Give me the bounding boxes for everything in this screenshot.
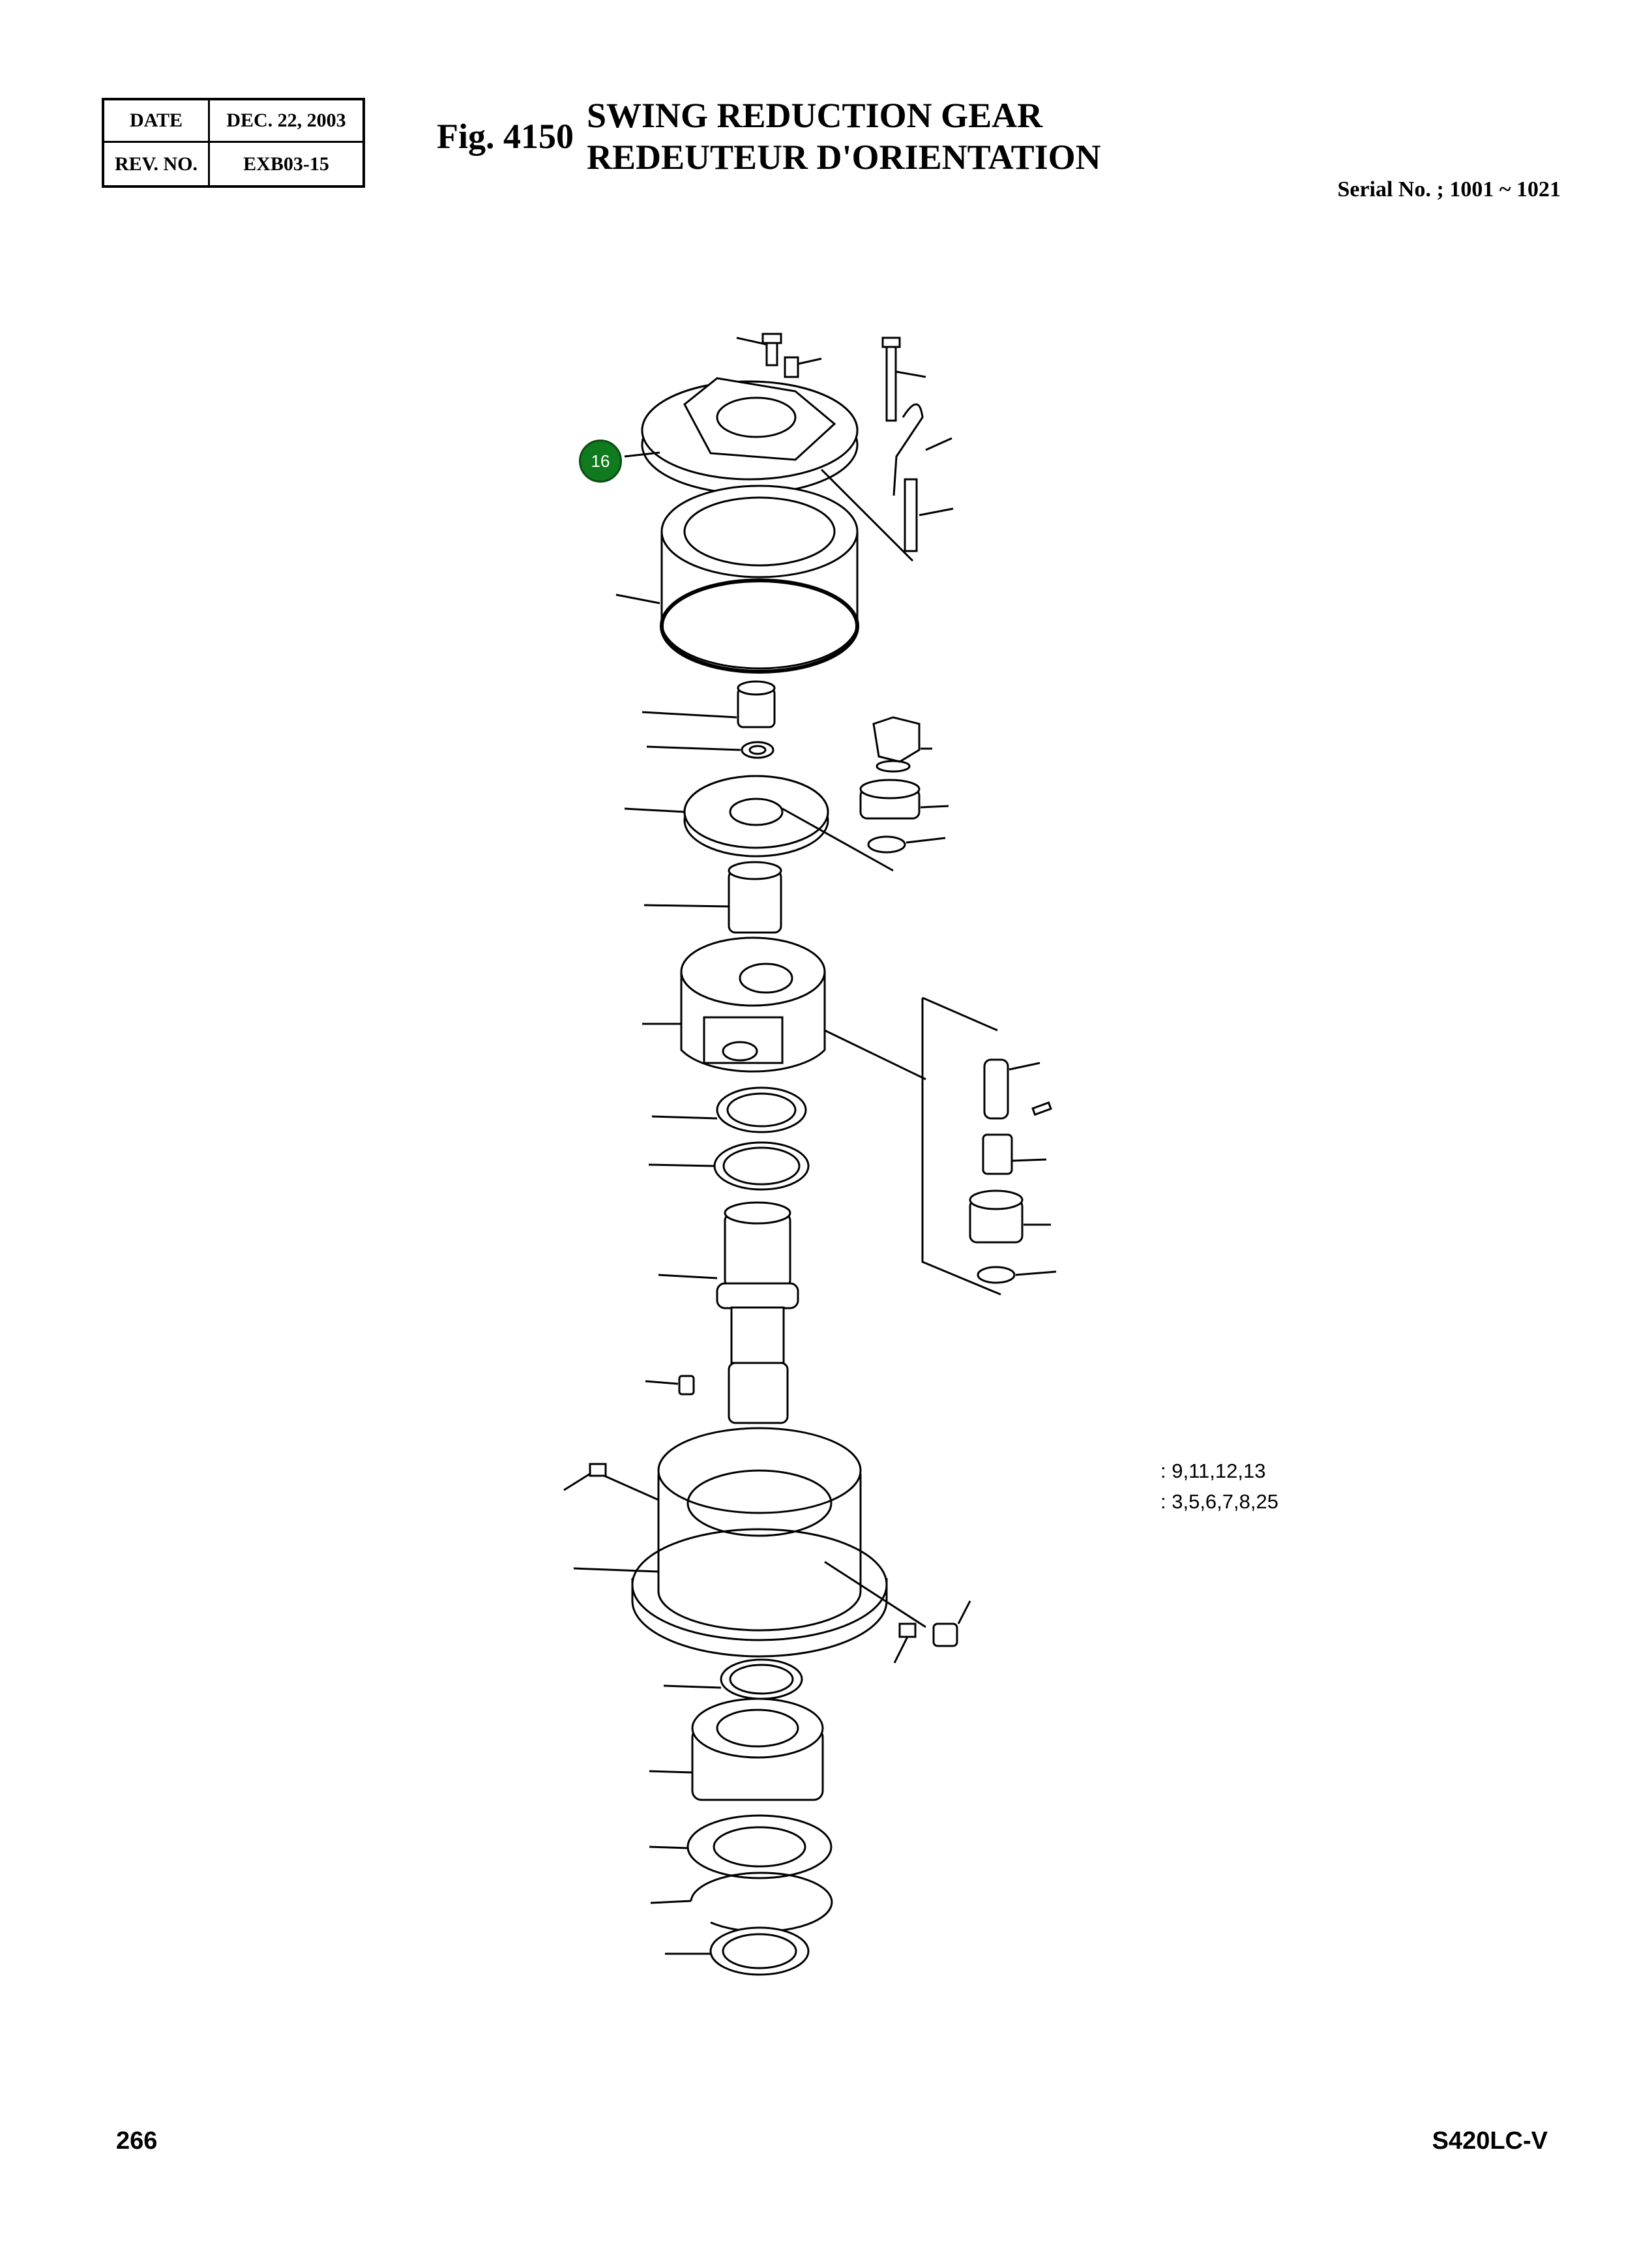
cover-bolts: [736, 333, 926, 422]
page-title: SWING REDUCTION GEAR: [587, 96, 1043, 135]
planet-gear-group: [921, 996, 1057, 1296]
sun-gear-second: [643, 861, 782, 934]
ring-gear: [615, 485, 859, 674]
plug: [645, 1375, 695, 1396]
legend-line-1: : 9,11,12,13: [1160, 1459, 1266, 1482]
rev-value: EXB03-15: [243, 153, 329, 175]
sun-gear-first: [642, 680, 776, 759]
date-value: DEC. 22, 2003: [210, 100, 362, 143]
date-label: DATE: [104, 100, 210, 143]
legend-line-2: : 3,5,6,7,8,25: [1160, 1490, 1278, 1513]
top-cover: [624, 377, 914, 562]
rev-label: REV. NO.: [104, 143, 210, 185]
drain-pipe: [892, 403, 954, 552]
reduction-housing: [563, 1427, 971, 1664]
page-number: 266: [116, 2127, 158, 2155]
serial-range: Serial No. ; 1001 ~ 1021: [1337, 177, 1561, 202]
planet-cap-gear-washer: [859, 716, 949, 854]
revision-info-box: DATE DEC. 22, 2003 REV. NO. EXB03-15: [102, 98, 365, 188]
model-number: S420LC-V: [1432, 2127, 1548, 2155]
page-title-french: REDEUTEUR D'ORIENTATION: [587, 138, 1101, 177]
figure-number: Fig. 4150: [437, 117, 574, 156]
planet-carrier: [642, 936, 926, 1081]
lower-bearing-seal-set: [649, 1658, 833, 1976]
thrust-plate: [624, 775, 894, 872]
callout-badge[interactable]: 16: [579, 440, 622, 483]
pinion-shaft: [658, 1201, 799, 1424]
carrier-bearing: [648, 1086, 810, 1191]
